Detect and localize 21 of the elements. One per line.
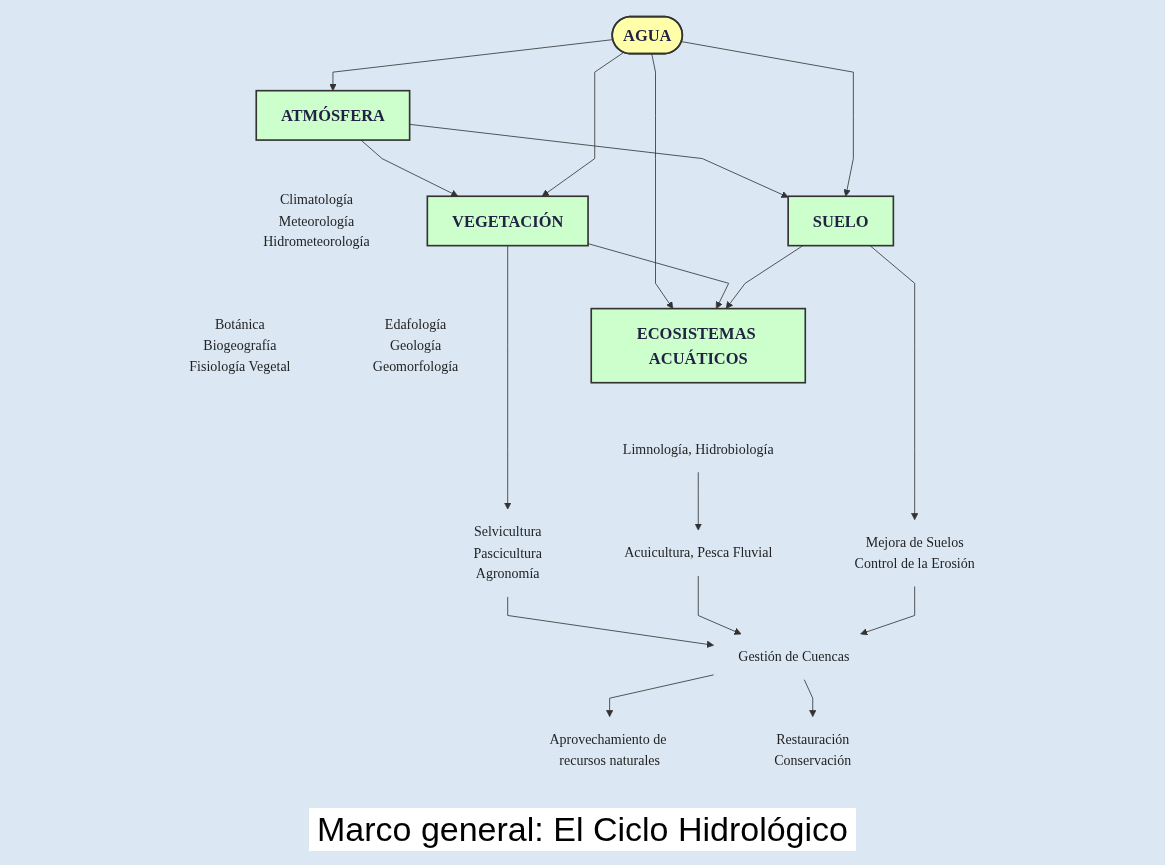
node-label: Geología: [390, 337, 442, 354]
node-label: Botánica: [215, 316, 266, 333]
node-label: Geomorfología: [373, 358, 459, 375]
node-label: Climatología: [280, 191, 354, 208]
node-label: Edafología: [385, 316, 447, 333]
node-label: Fisiología Vegetal: [189, 358, 291, 375]
node-text: Limnología, Hidrobiología: [623, 441, 775, 458]
node-box: ECOSISTEMAS ACUÁTICOS: [590, 307, 807, 384]
node-box: SUELO: [787, 195, 895, 247]
node-text: Gestión de Cuencas: [738, 648, 850, 665]
node-text: Aprovechamiento de recursos naturales: [549, 731, 667, 769]
node-text: Restauración Conservación: [774, 731, 852, 769]
node-box: ATMÓSFERA: [255, 89, 411, 141]
caption: Marco general: El Ciclo Hidrológico: [309, 808, 856, 851]
node-text: Mejora de Suelos Control de la Erosión: [855, 534, 976, 572]
node-box: VEGETACIÓN: [427, 195, 590, 247]
node-text: Acuicultura, Pesca Fluvial: [624, 545, 773, 561]
node-label: Hidrometeorología: [263, 233, 371, 250]
node-label: Meteorología: [279, 212, 355, 229]
node-text: Selvicultura Pascicultura Agronomía: [473, 524, 543, 582]
node-label: Biogeografía: [203, 337, 277, 354]
